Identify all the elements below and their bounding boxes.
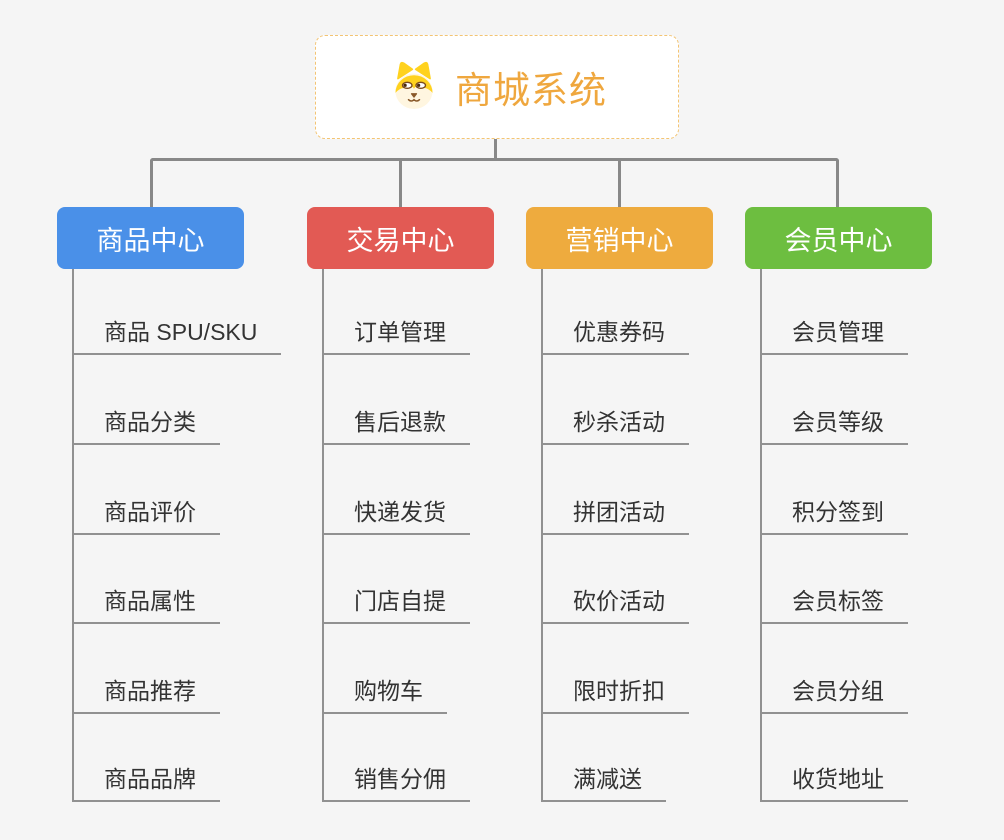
leaf-node[interactable]: 收货地址 <box>760 762 908 802</box>
leaf-node[interactable]: 砍价活动 <box>541 584 689 624</box>
branch-trunk-line <box>760 269 762 802</box>
leaf-node[interactable]: 订单管理 <box>322 315 470 355</box>
branch-header-product-center[interactable]: 商品中心 <box>57 207 244 269</box>
leaf-node[interactable]: 购物车 <box>322 674 447 714</box>
leaf-node[interactable]: 满减送 <box>541 762 666 802</box>
root-title: 商城系统 <box>455 70 607 111</box>
leaf-node[interactable]: 商品评价 <box>72 495 220 535</box>
leaf-node[interactable]: 会员分组 <box>760 674 908 714</box>
branch-product-center: 商品中心 商品 SPU/SKU 商品分类 商品评价 商品属性 商品推荐 商品品牌 <box>57 207 317 807</box>
leaf-node[interactable]: 商品属性 <box>72 584 220 624</box>
leaf-node[interactable]: 会员标签 <box>760 584 908 624</box>
branch-marketing-center: 营销中心 优惠券码 秒杀活动 拼团活动 砍价活动 限时折扣 满减送 <box>526 207 786 807</box>
leaf-node[interactable]: 售后退款 <box>322 405 470 445</box>
shiba-dog-icon <box>395 61 433 109</box>
leaf-node[interactable]: 秒杀活动 <box>541 405 689 445</box>
leaf-node[interactable]: 优惠券码 <box>541 315 689 355</box>
branch-trunk-line <box>541 269 543 802</box>
leaf-node[interactable]: 拼团活动 <box>541 495 689 535</box>
connector-drop-marketing <box>618 161 621 207</box>
branch-trunk-line <box>322 269 324 802</box>
leaf-node[interactable]: 会员管理 <box>760 315 908 355</box>
leaf-node[interactable]: 销售分佣 <box>322 762 470 802</box>
leaf-node[interactable]: 快递发货 <box>322 495 470 535</box>
branch-header-marketing-center[interactable]: 营销中心 <box>526 207 713 269</box>
root-node-mall-system[interactable]: 商城系统 <box>315 35 679 139</box>
branch-header-trade-center[interactable]: 交易中心 <box>307 207 494 269</box>
branch-header-member-center[interactable]: 会员中心 <box>745 207 932 269</box>
leaf-node[interactable]: 商品 SPU/SKU <box>72 315 282 355</box>
connector-drop-trade <box>399 161 402 207</box>
leaf-node[interactable]: 商品推荐 <box>72 674 220 714</box>
leaf-node[interactable]: 积分签到 <box>760 495 908 535</box>
leaf-node[interactable]: 限时折扣 <box>541 674 689 714</box>
connector-root-stub <box>494 139 497 159</box>
branch-trunk-line <box>72 269 74 802</box>
leaf-node[interactable]: 门店自提 <box>322 584 470 624</box>
leaf-node[interactable]: 商品品牌 <box>72 762 220 802</box>
leaf-node[interactable]: 会员等级 <box>760 405 908 445</box>
leaf-node[interactable]: 商品分类 <box>72 405 220 445</box>
branch-trade-center: 交易中心 订单管理 售后退款 快递发货 门店自提 购物车 销售分佣 <box>307 207 567 807</box>
branch-member-center: 会员中心 会员管理 会员等级 积分签到 会员标签 会员分组 收货地址 <box>745 207 1004 807</box>
connector-top-rail <box>150 158 839 207</box>
